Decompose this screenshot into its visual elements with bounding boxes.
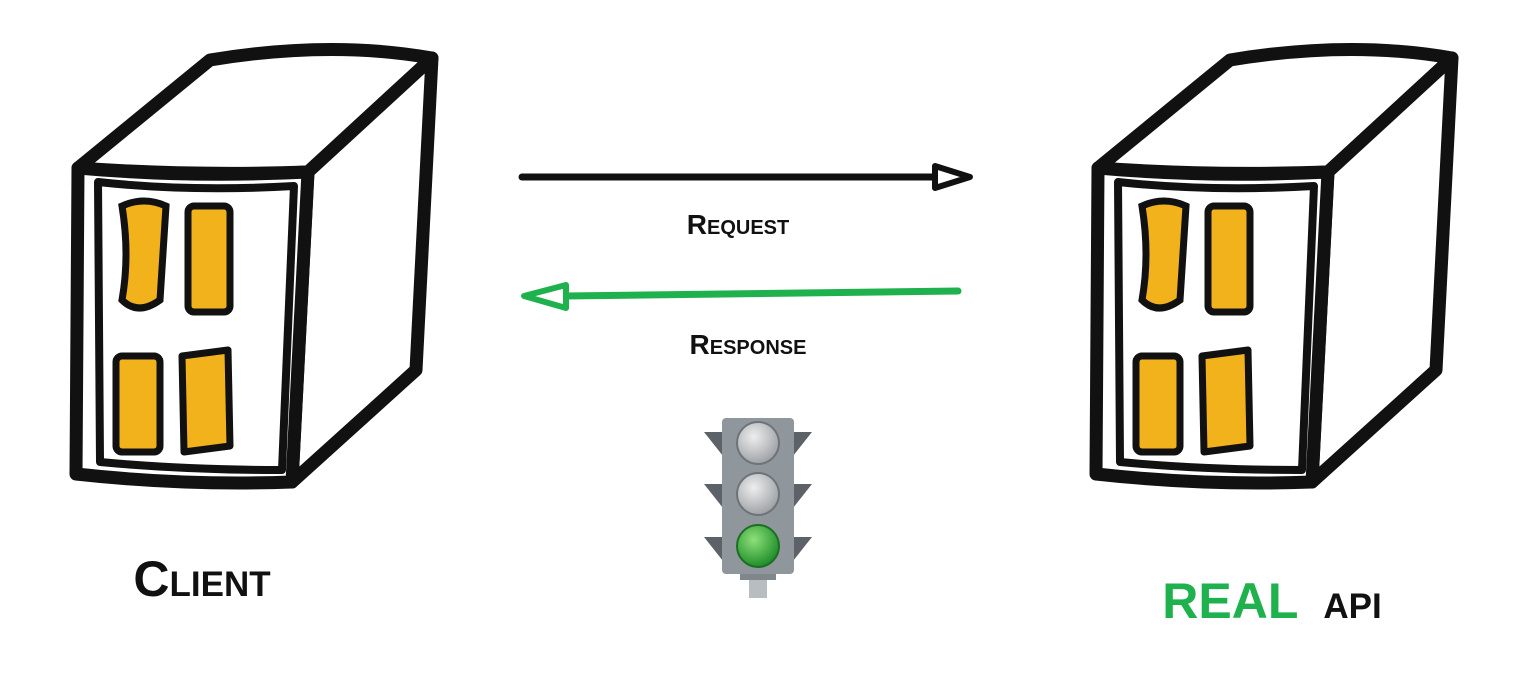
api-server-window-2 bbox=[1204, 202, 1254, 316]
traffic-light-visor-left-2 bbox=[704, 484, 723, 508]
response-arrow-shaft bbox=[562, 287, 962, 300]
traffic-light-lamp-bottom bbox=[736, 524, 780, 568]
traffic-light-visor-right-3 bbox=[793, 537, 812, 561]
traffic-light-visor-left-1 bbox=[704, 432, 723, 456]
api-label-rest: api bbox=[1323, 573, 1381, 629]
traffic-light-visor-right-2 bbox=[793, 484, 812, 508]
api-server-front-inner bbox=[1114, 178, 1318, 474]
client-server-window-2 bbox=[184, 202, 234, 316]
response-arrow-head bbox=[521, 282, 569, 311]
api-label-accent: REAL bbox=[1162, 573, 1297, 629]
api-server-icon bbox=[1089, 42, 1459, 490]
traffic-light-icon bbox=[704, 418, 812, 598]
client-server-window-4 bbox=[178, 346, 234, 456]
client-label: Client bbox=[133, 551, 270, 607]
traffic-light-lamp-top bbox=[736, 421, 780, 465]
response-label: Response bbox=[690, 329, 807, 360]
client-server-front-inner bbox=[94, 178, 298, 474]
request-label: Request bbox=[687, 209, 789, 240]
traffic-light-lamp-middle bbox=[736, 472, 780, 516]
api-server-window-4 bbox=[1198, 346, 1254, 456]
api-server-window-1 bbox=[1138, 197, 1190, 312]
client-server-window-1 bbox=[118, 197, 170, 312]
request-arrow bbox=[518, 163, 973, 191]
traffic-light-visor-left-3 bbox=[704, 537, 723, 561]
api-server-window-3 bbox=[1132, 352, 1184, 456]
request-arrow-head bbox=[932, 163, 973, 191]
response-arrow bbox=[521, 282, 962, 311]
client-server-icon bbox=[69, 42, 439, 490]
traffic-light-visor-right-1 bbox=[793, 432, 812, 456]
client-server-window-3 bbox=[112, 352, 164, 456]
api-label: REAL api bbox=[1162, 573, 1381, 629]
